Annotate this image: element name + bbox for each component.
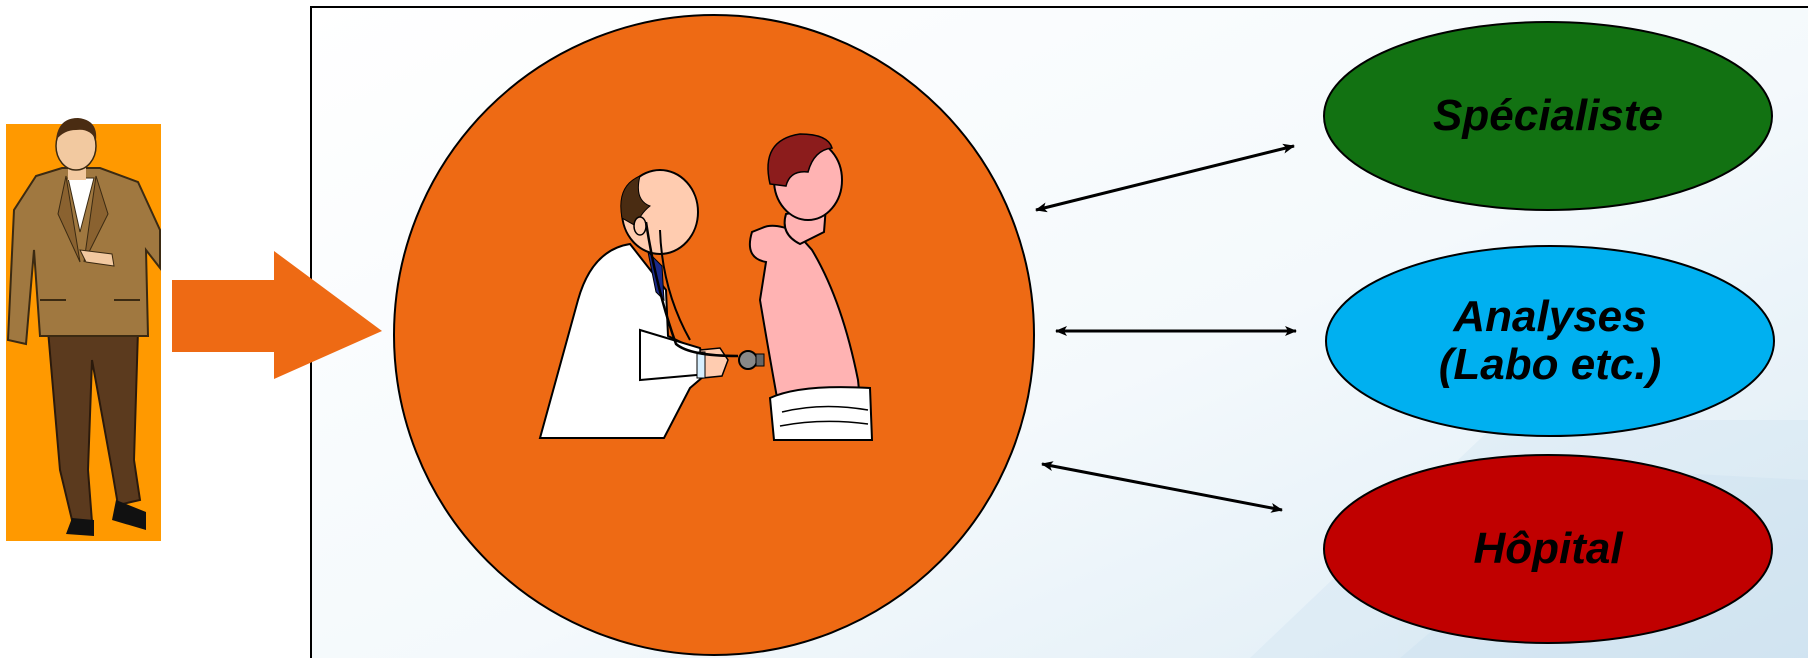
hospital-label-wrap: Hôpital xyxy=(1324,499,1772,599)
doctor-circle xyxy=(394,15,1034,655)
hospital-label: Hôpital xyxy=(1473,525,1622,573)
analyses-label-wrap: Analyses (Labo etc.) xyxy=(1326,281,1774,401)
walking-man-icon xyxy=(6,118,161,541)
specialist-label-wrap: Spécialiste xyxy=(1324,66,1772,166)
specialist-label: Spécialiste xyxy=(1433,92,1663,140)
analyses-label-line2: (Labo etc.) xyxy=(1439,341,1661,389)
analyses-label-line1: Analyses xyxy=(1453,293,1646,341)
